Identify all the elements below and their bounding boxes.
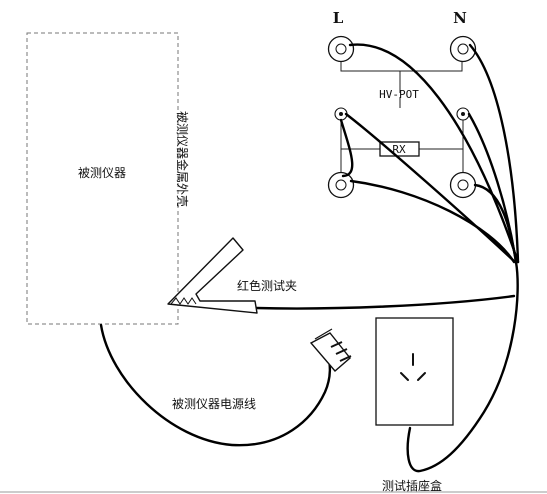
- terminal-l-bottom: [327, 171, 355, 199]
- socket-outlet-icon: [400, 353, 426, 381]
- power-cord-label: 被测仪器电源线: [172, 397, 256, 411]
- hv-pot-bracket: [340, 59, 463, 108]
- terminal-l-top: [327, 35, 355, 63]
- power-cord: [99, 323, 332, 447]
- terminal-l-label: L: [333, 9, 344, 27]
- rx-resistor: [379, 141, 420, 157]
- hv-pot-label: HV-POT: [379, 88, 419, 101]
- terminal-n-small: [456, 107, 470, 121]
- cable-bundle: [339, 43, 520, 264]
- terminal-n-label: N: [453, 9, 467, 27]
- power-plug: [309, 328, 352, 372]
- device-under-test-box: [26, 32, 179, 325]
- red-test-clip: [167, 237, 258, 314]
- rx-label: RX: [392, 143, 406, 156]
- terminal-n-bottom: [449, 171, 477, 199]
- metal-casing-label: 被测仪器金属外壳: [175, 111, 190, 207]
- test-socket-box-label: 测试插座盒: [382, 478, 442, 493]
- terminal-n-top: [449, 35, 477, 63]
- main-cable: [406, 260, 519, 473]
- test-socket-box: [375, 317, 454, 426]
- red-clip-lead: [254, 294, 516, 310]
- device-under-test-label: 被测仪器: [78, 166, 126, 180]
- red-clip-label: 红色测试夹: [237, 278, 297, 293]
- rx-network-lines: [340, 120, 464, 175]
